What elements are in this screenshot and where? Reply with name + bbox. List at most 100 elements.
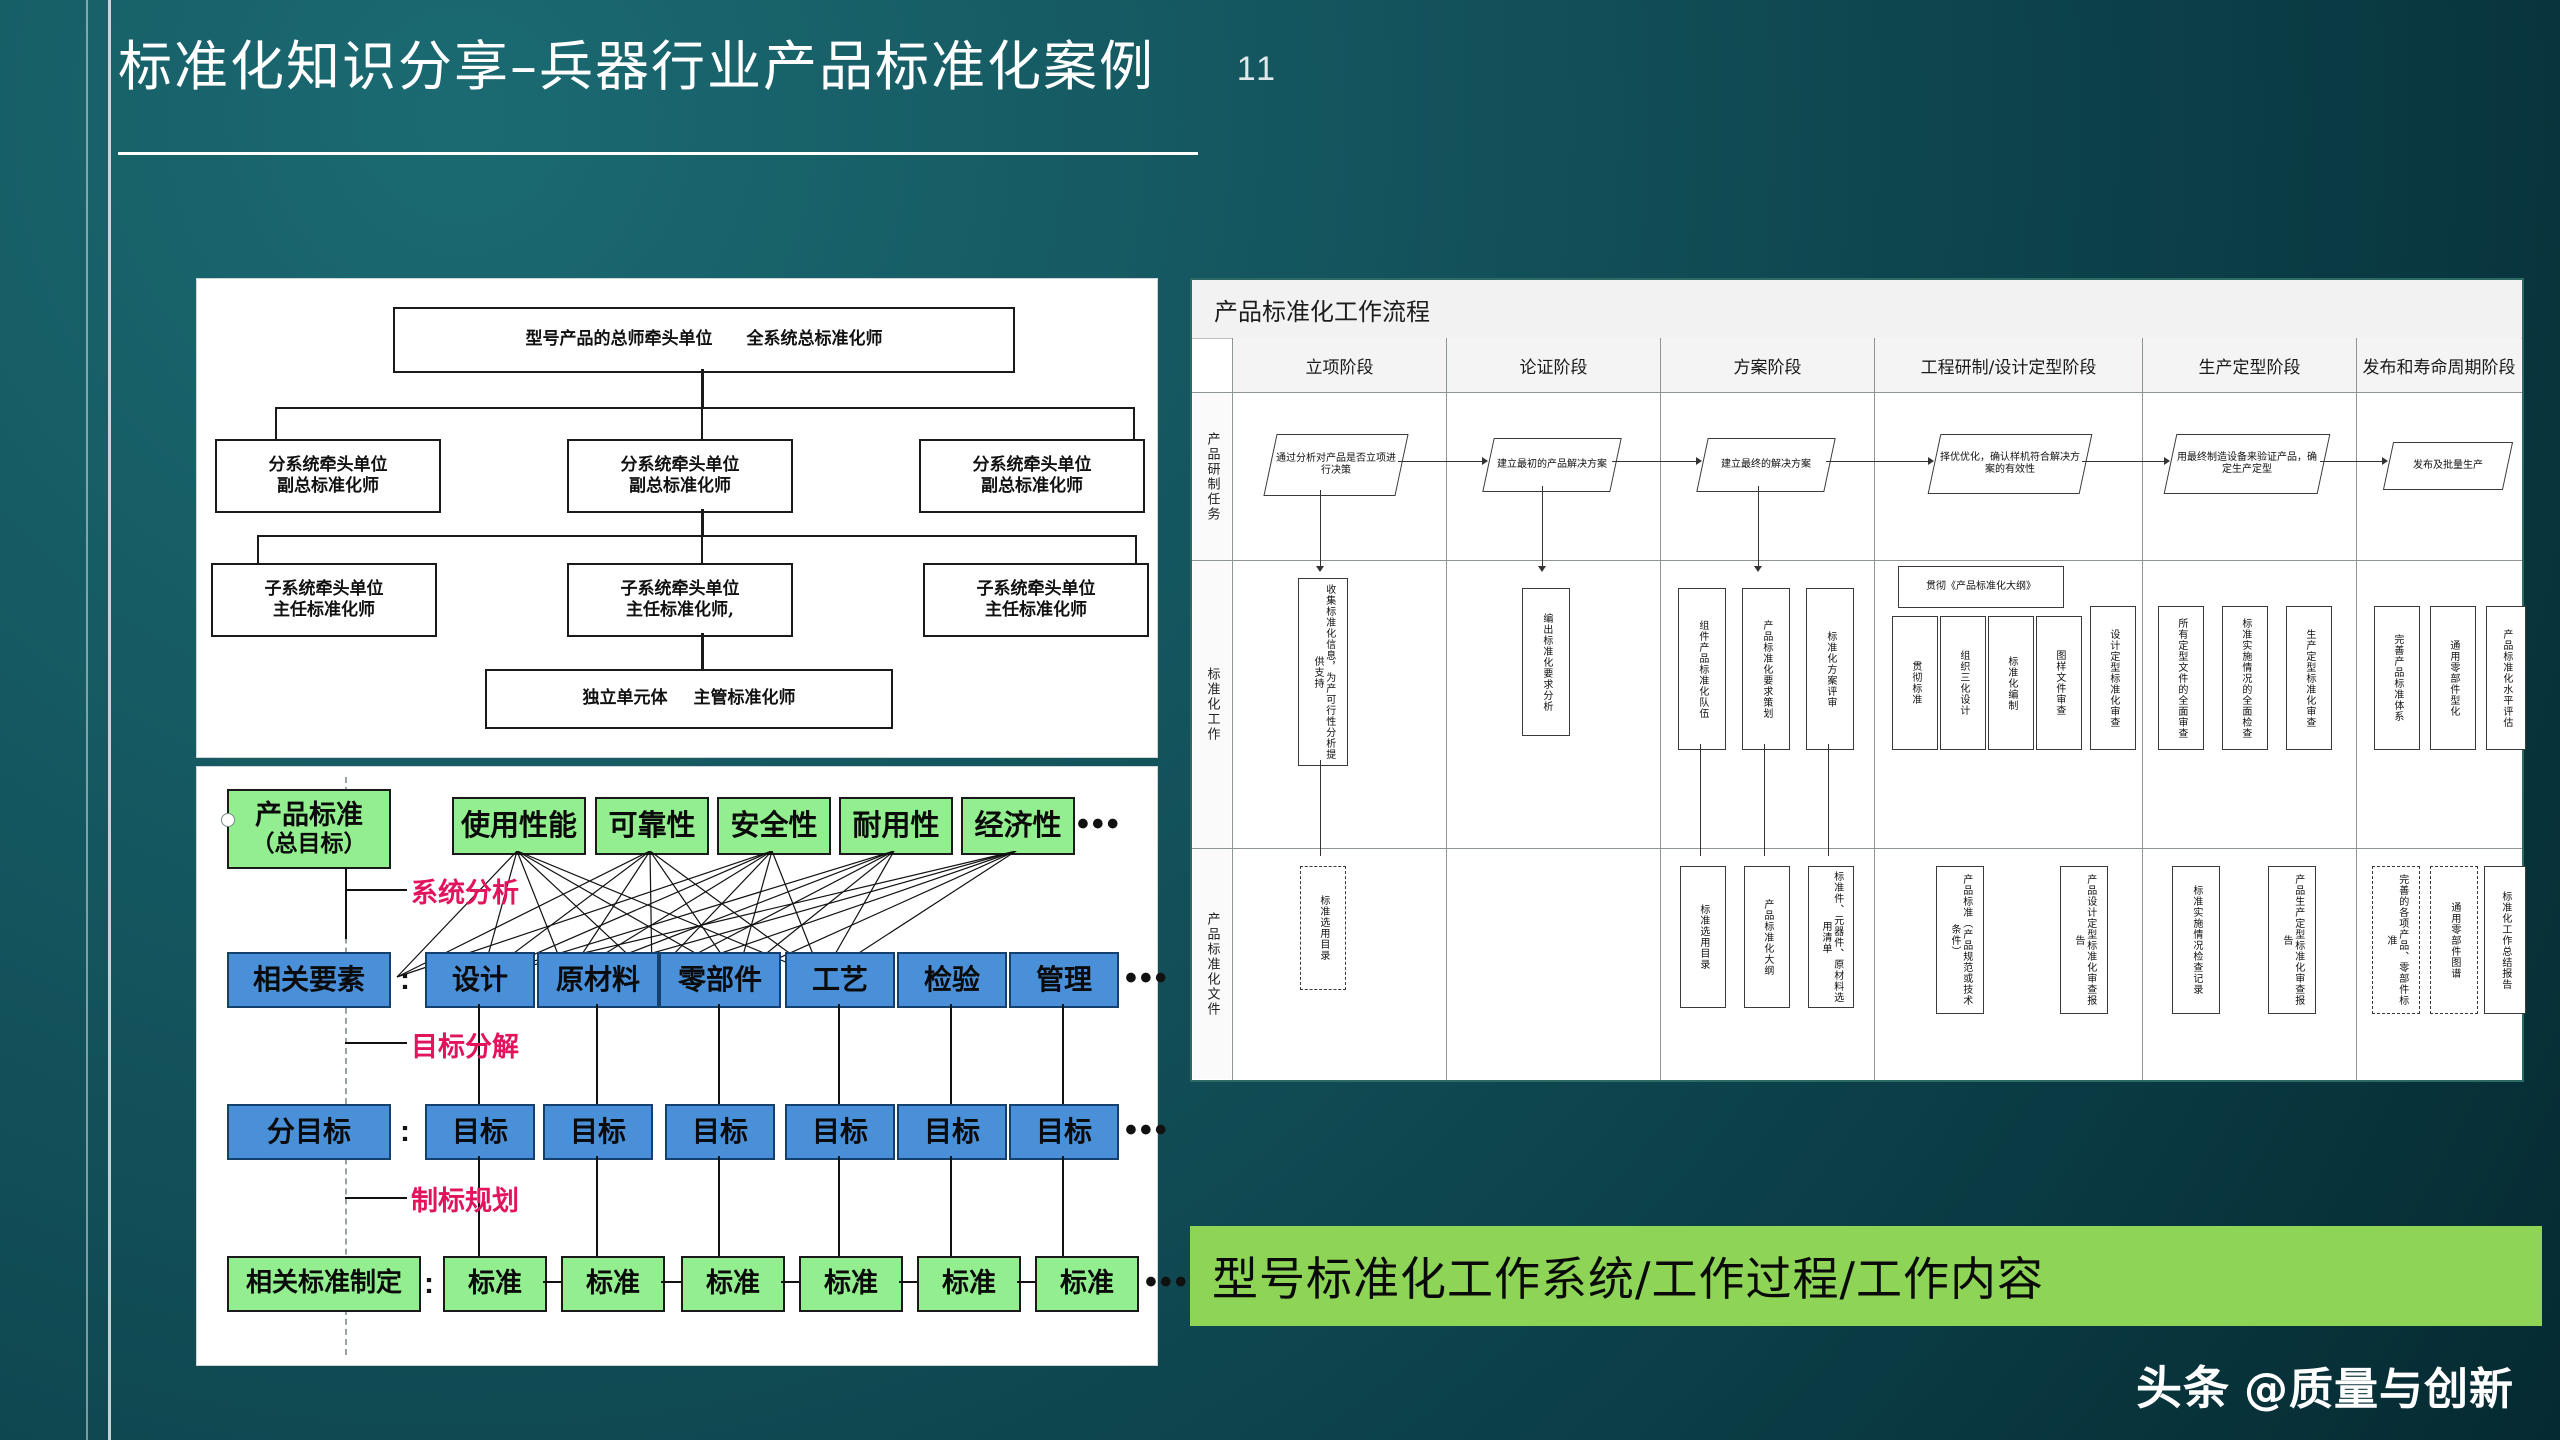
goal-row2-colon: : [400,963,410,996]
flow-r2-c2-node-0: 编出标准化要求分析 [1522,588,1570,736]
flow-r2-c3-node-0: 组件产品标准化队伍 [1678,588,1726,750]
goal-row1-head-line1: 产品标准 [255,800,363,832]
goal-row3-item-5-label: 目标 [1035,1114,1092,1148]
goal-row3-head: 分目标 [227,1104,391,1160]
flow-r3-c4-node-1-text: 产品设计定型标准化审查报告 [2073,874,2096,1006]
org-conn-v2c [1135,535,1137,563]
goal-row4-item-4-label: 标准 [942,1268,996,1300]
flow-r1-node-4: 用最终制造设备来验证产品，确定生产定型 [2163,434,2331,494]
ann1-leader-v [345,867,347,939]
org-conn-h2 [257,535,1137,537]
org-level2-box-1: 分系统牵头单位 副总标准化师 [215,439,441,513]
org-l3-1-line2: 主任标准化师 [273,600,375,620]
flow-chart-title: 产品标准化工作流程 [1192,280,2522,339]
flow-r2-c1-node-0: 收集标准化信息，为产可行性分析提供支持 [1298,578,1348,766]
flow-r3-c6-node-1-text: 通用零部件图谱 [2448,901,2460,979]
flow-r1-arrow-0-line [1398,461,1484,462]
flow-r2-c3-node-0-text: 组件产品标准化队伍 [1696,619,1708,719]
flow-vline-3 [1874,338,1875,1080]
flow-r1-node-0-text: 通过分析对产品是否立项进行决策 [1276,453,1396,476]
flow-grid: 立项阶段 论证阶段 方案阶段 工程研制/设计定型阶段 生产定型阶段 发布和寿命周… [1192,338,2526,1080]
flow-vline-1 [1446,338,1447,1080]
flow-r1-node-0: 通过分析对产品是否立项进行决策 [1263,434,1409,496]
flow-r3-c6-node-1: 通用零部件图谱 [2430,866,2478,1014]
flow-r2-c4-node-1-text: 组织三化设计 [1957,650,1969,716]
goal-row1-ellipsis: ••• [1077,805,1122,843]
goal-row3-item-0-label: 目标 [451,1114,508,1148]
drop-2-4 [950,1004,952,1104]
goal-row2-item-5-label: 管理 [1035,962,1092,996]
flow-r1-arrow-1-line [1612,461,1698,462]
flow-r1-arrow-4-line [2320,461,2384,462]
flow-r2-c4-node-3: 图样文件审查 [2036,616,2082,750]
flow-r2-c3-node-2: 标准化方案评审 [1806,588,1854,750]
org-l3-2-line1: 子系统牵头单位 [620,578,740,599]
flow-r2-c4-node-2-text: 标准化编制 [2005,655,2017,711]
flow-stage-header-5: 发布和寿命周期阶段 [2357,338,2521,392]
flow-stage-header-2: 方案阶段 [1661,338,1874,392]
goal-row1-item-0-label: 使用性能 [460,808,577,843]
goal-row4-item-4: 标准 [917,1256,1021,1312]
org-level2-box-2: 分系统牵头单位 副总标准化师 [567,439,793,513]
org-top-right-label: 全系统总标准化师 [746,329,883,350]
flow-rowlabel-0-text: 产品研制任务 [1204,431,1220,522]
goal-annotation-2: 目标分解 [411,1032,519,1063]
flow-r3-c6-node-2: 标准化工作总结报告 [2484,866,2526,1014]
ann1-leader-h [345,889,407,891]
flow-r3-c5-node-0-text: 标准实施情况检查记录 [2190,885,2202,995]
flow-stage-header-3: 工程研制/设计定型阶段 [1875,338,2142,392]
selection-handle-tl[interactable] [221,813,235,827]
flow-stage-1-label: 论证阶段 [1519,357,1588,378]
goal-row3-head-label: 分目标 [266,1114,351,1148]
flow-r1-node-3: 择优优化，确认样机符合解决方案的有效性 [1927,434,2093,494]
flow-rowlabel-2: 产品标准化文件 [1193,849,1231,1079]
row4-link-4 [1017,1281,1035,1283]
flow-r2-c5-node-0: 所有定型文件的全面审查 [2158,606,2204,750]
flow-down-0-head [1316,566,1324,572]
flow-r2-c4-banner: 贯彻《产品标准化大纲》 [1898,566,2064,608]
org-chart-card: 型号产品的总师牵头单位 全系统总标准化师 分系统牵头单位 副总标准化师 分系统牵… [196,278,1158,758]
flow-r1-node-2-text: 建立最终的解决方案 [1721,459,1812,471]
goal-row3-item-1: 目标 [543,1104,653,1160]
goal-row4-item-2: 标准 [681,1256,785,1312]
flow-r2-c4-node-0: 贯彻标准 [1892,616,1938,750]
bottom-banner-text: 型号标准化工作系统/工作过程/工作内容 [1212,1252,2044,1306]
flow-r2-c5-node-0-text: 所有定型文件的全面审查 [2175,617,2187,739]
flow-r1-arrow-3-head [2164,457,2170,465]
flow-down-2-head [1754,566,1762,572]
drop-3-4 [950,1156,952,1256]
goal-row4-item-5-label: 标准 [1060,1268,1114,1300]
flow-r1-arrow-4-head [2382,457,2388,465]
flow-r3-c4-node-1: 产品设计定型标准化审查报告 [2060,866,2108,1014]
flow-r1-node-5-text: 发布及批量生产 [2413,460,2484,472]
goal-row3-item-0: 目标 [425,1104,535,1160]
goal-row2-item-2: 零部件 [659,952,781,1008]
row4-link-0 [543,1281,561,1283]
flow-r1-arrow-2-line [1826,461,1930,462]
goal-row4-colon: : [424,1267,434,1300]
org-conn-v1c [1133,407,1135,439]
goal-row2-item-5: 管理 [1009,952,1119,1008]
org-conn-v1a [275,407,277,439]
goal-row2-item-1: 原材料 [537,952,659,1008]
org-l3-3-line1: 子系统牵头单位 [976,578,1096,599]
flow-r2-c5-node-2-text: 生产定型标准化审查 [2303,628,2315,728]
goal-row4-item-3: 标准 [799,1256,903,1312]
goal-row4-item-2-label: 标准 [706,1268,760,1300]
goal-row2-ellipsis: ••• [1125,959,1170,997]
org-conn-v2a [257,535,259,563]
drop-2-5 [1062,1004,1064,1104]
goal-row2-head: 相关要素 [227,952,391,1008]
goal-row2-item-4-label: 检验 [923,962,980,996]
goal-row2-item-0: 设计 [425,952,535,1008]
flow-stage-header-4: 生产定型阶段 [2143,338,2356,392]
header-underline [118,152,1198,155]
goal-row1-item-4-label: 经济性 [974,808,1062,843]
flow-rowlabel-1: 标准化工作 [1193,561,1231,848]
goal-row2-item-3-label: 工艺 [811,962,868,996]
flow-r2-c4-node-0-text: 贯彻标准 [1909,661,1921,705]
flow-r3-c6-node-2-text: 标准化工作总结报告 [2499,890,2511,990]
flow-hline-header [1192,392,2522,393]
goal-row2-head-label: 相关要素 [252,962,365,996]
goal-row3-item-3-label: 目标 [811,1114,868,1148]
